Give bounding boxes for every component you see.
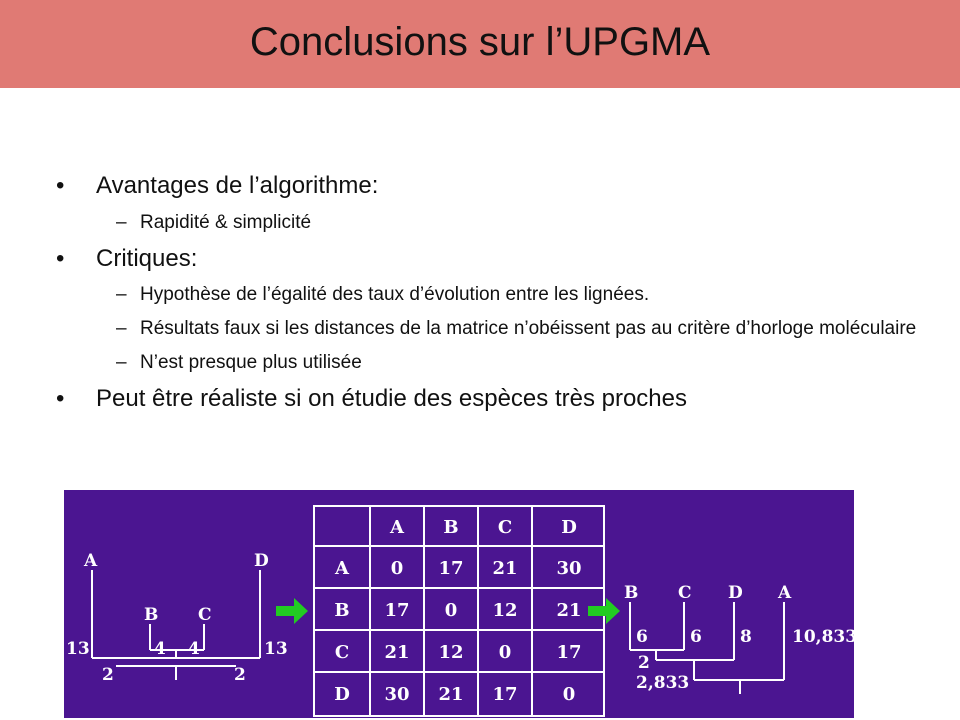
matrix-header: D [561, 517, 577, 538]
tree1-label: 2 [102, 665, 114, 685]
matrix-header: A [389, 517, 405, 538]
tree1-label: 13 [66, 639, 90, 659]
matrix-cell: 17 [492, 684, 517, 705]
matrix-cell: 0 [445, 600, 458, 621]
tree2-label: 6 [690, 627, 702, 647]
tree1-label: 13 [264, 639, 288, 659]
sub-bullet: –Résultats faux si les distances de la m… [116, 318, 917, 340]
tree1-leaf-c: C [198, 605, 212, 625]
tree2-label: 8 [740, 627, 752, 647]
matrix-row-label: C [335, 642, 349, 663]
arrow-right-icon [276, 598, 308, 624]
matrix-cell: 17 [384, 600, 409, 621]
matrix-cell: 30 [384, 684, 409, 705]
upgma-figure: A B C D 13 4 4 13 2 2 A B C D A [64, 490, 854, 718]
tree2-label: 2,833 [636, 673, 689, 693]
matrix-cell: 0 [563, 684, 576, 705]
matrix-cell: 0 [391, 558, 404, 579]
tree1-leaf-b: B [144, 605, 158, 625]
tree1-label: 4 [188, 639, 200, 659]
matrix-cell: 21 [556, 600, 581, 621]
arrow-right-icon [588, 598, 620, 624]
tree2-leaf-b: B [624, 583, 638, 603]
matrix-cell: 21 [438, 684, 463, 705]
tree2-leaf-d: D [728, 583, 743, 603]
bullet-critiques: •Critiques: [56, 244, 198, 272]
title-bar [0, 0, 960, 88]
tree1-leaf-d: D [254, 551, 269, 571]
slide-title: Conclusions sur l’UPGMA [249, 20, 711, 64]
tree2-leaf-c: C [678, 583, 692, 603]
matrix-cell: 0 [499, 642, 512, 663]
matrix-cell: 21 [384, 642, 409, 663]
matrix-row-label: D [334, 684, 350, 705]
bullet-realiste: •Peut être réaliste si on étudie des esp… [56, 384, 687, 412]
matrix-header: B [443, 517, 458, 538]
tree2-leaf-a: A [777, 583, 792, 603]
matrix-row-label: B [334, 600, 349, 621]
upgma-figure-svg: A B C D 13 4 4 13 2 2 A B C D A [66, 505, 854, 717]
matrix-cells: A B C D A 0 17 21 30 B 17 0 12 21 C 21 1… [334, 517, 582, 705]
bullet-advantages: •Avantages de l’algorithme: [56, 172, 379, 199]
sub-bullet: –Rapidité & simplicité [116, 211, 312, 233]
distance-matrix [313, 505, 605, 717]
tree1-label: 4 [154, 639, 166, 659]
tree2-label: 6 [636, 627, 648, 647]
sub-bullet: –N’est presque plus utilisée [116, 351, 362, 373]
matrix-cell: 30 [556, 558, 581, 579]
tree2-label: 10,833 [792, 627, 854, 647]
matrix-cell: 12 [492, 600, 517, 621]
matrix-row-label: A [334, 558, 350, 579]
sub-bullet: –Hypothèse de l’égalité des taux d’évolu… [116, 284, 650, 306]
matrix-header: C [498, 517, 512, 538]
bullet-list: •Avantages de l’algorithme: –Rapidité & … [56, 172, 936, 423]
matrix-cell: 17 [438, 558, 463, 579]
tree2-label: 2 [638, 653, 650, 673]
tree1-leaf-a: A [83, 551, 98, 571]
matrix-cell: 12 [438, 642, 463, 663]
tree1-label: 2 [234, 665, 246, 685]
matrix-cell: 17 [556, 642, 581, 663]
tree2 [629, 602, 785, 694]
matrix-cell: 21 [492, 558, 517, 579]
tree1 [91, 570, 261, 680]
